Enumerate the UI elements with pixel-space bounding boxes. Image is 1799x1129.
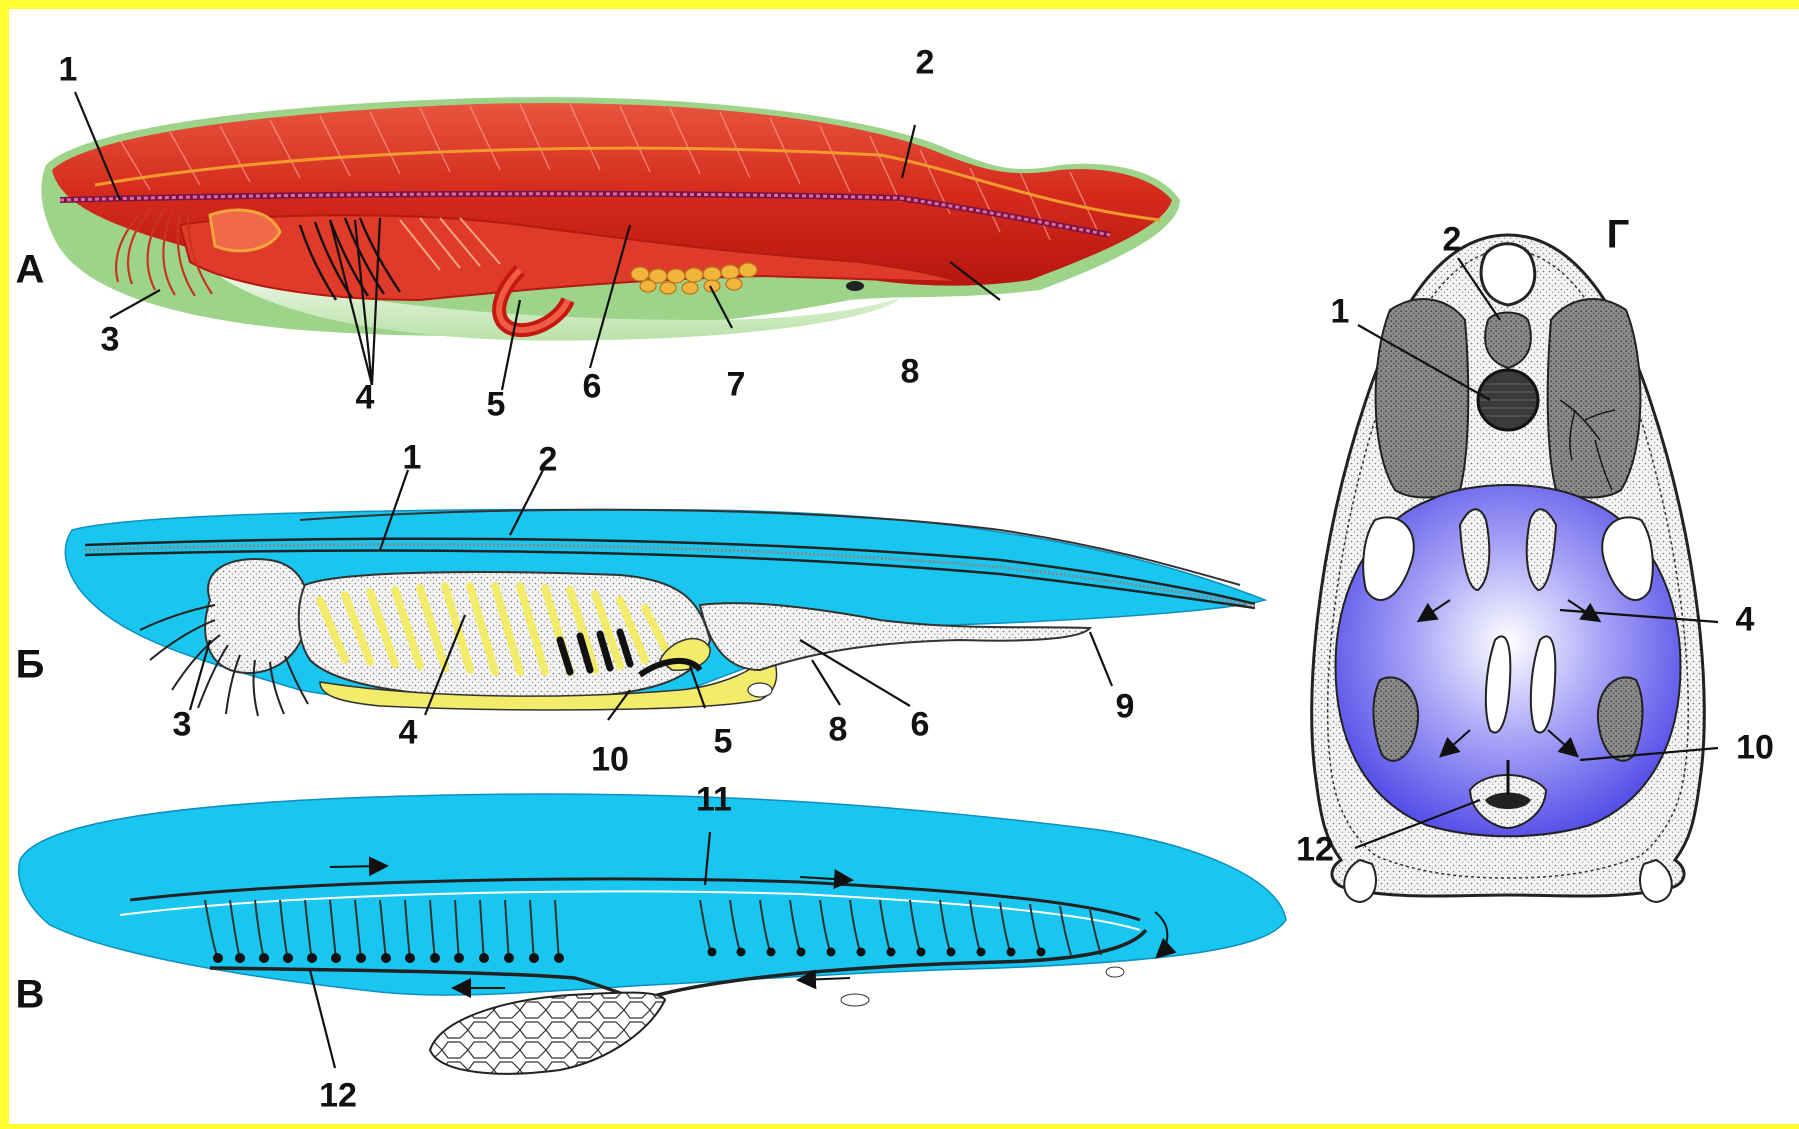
label-a-6: 6 bbox=[583, 368, 602, 407]
panel-label-g: Г bbox=[1607, 213, 1630, 258]
label-v-11: 11 bbox=[696, 781, 732, 820]
label-b-6: 6 bbox=[911, 706, 930, 745]
label-a-8: 8 bbox=[901, 353, 920, 392]
label-g-12: 12 bbox=[1296, 831, 1334, 870]
label-b-1: 1 bbox=[403, 439, 422, 478]
label-b-8: 8 bbox=[829, 711, 848, 750]
panel-label-a: А bbox=[16, 248, 45, 293]
panel-label-b: Б bbox=[16, 643, 45, 688]
label-b-5: 5 bbox=[714, 723, 733, 762]
panel-label-v: В bbox=[16, 973, 45, 1018]
label-g-2: 2 bbox=[1443, 221, 1462, 260]
label-b-9: 9 bbox=[1116, 688, 1135, 727]
label-g-10: 10 bbox=[1736, 729, 1774, 768]
label-a-7: 7 bbox=[727, 366, 746, 405]
label-b-3: 3 bbox=[173, 706, 192, 745]
label-b-10: 10 bbox=[591, 741, 629, 780]
label-g-4: 4 bbox=[1736, 601, 1755, 640]
label-a-1: 1 bbox=[59, 51, 78, 90]
label-b-4: 4 bbox=[399, 714, 418, 753]
label-v-12: 12 bbox=[319, 1077, 357, 1116]
label-a-5: 5 bbox=[487, 386, 506, 425]
label-g-1: 1 bbox=[1331, 293, 1350, 332]
label-b-2: 2 bbox=[539, 441, 558, 480]
label-a-2: 2 bbox=[916, 44, 935, 83]
label-a-4: 4 bbox=[356, 379, 375, 418]
label-a-3: 3 bbox=[101, 321, 120, 360]
